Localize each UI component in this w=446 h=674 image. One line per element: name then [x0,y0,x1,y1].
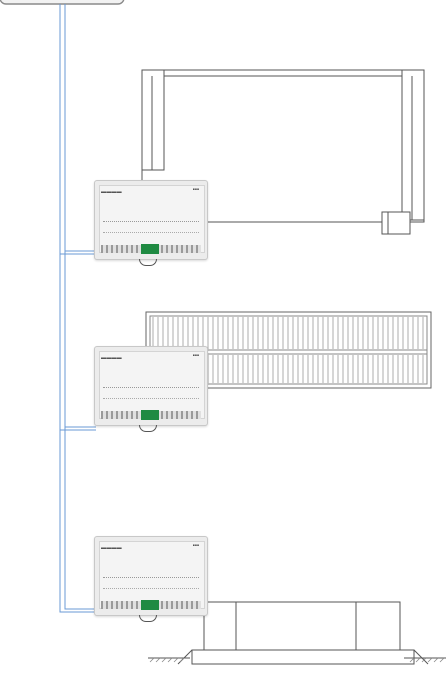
control-module-1: ▬▬▬▬ ▪▪▪ [94,180,208,266]
module-brand-mark: ▬▬▬▬ [101,189,122,195]
controller-panel-icon [0,0,125,5]
green-terminal-block [141,244,159,254]
module-cover [99,185,205,253]
ceiling-cassette-unit [148,601,446,665]
module-brand-mark: ▬▬▬▬ [101,355,122,361]
module-ce-mark-icon: ▪▪▪ [192,187,199,193]
module-contacts [103,577,199,589]
module-cover [99,351,205,419]
module-contacts [103,387,199,399]
module-brand-mark: ▬▬▬▬ [101,545,122,551]
module-ce-mark-icon: ▪▪▪ [192,353,199,359]
bus-line [59,4,96,613]
control-module-2: ▬▬▬▬ ▪▪▪ [94,346,208,432]
green-terminal-block [141,600,159,610]
control-module-3: ▬▬▬▬ ▪▪▪ [94,536,208,622]
module-contacts [103,221,199,233]
module-ce-mark-icon: ▪▪▪ [192,543,199,549]
green-terminal-block [141,410,159,420]
module-cover [99,541,205,609]
